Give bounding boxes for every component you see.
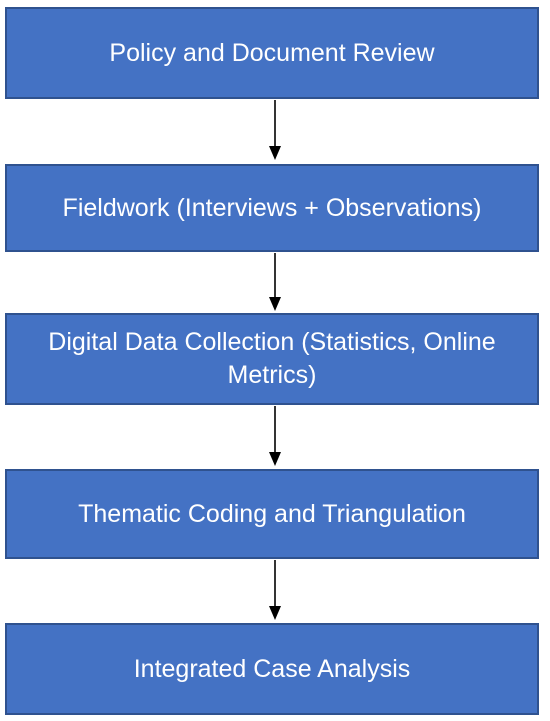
flow-step-label: Thematic Coding and Triangulation bbox=[78, 499, 466, 528]
flow-step-label: Digital Data Collection (Statistics, Onl… bbox=[48, 328, 496, 389]
flow-step-label: Policy and Document Review bbox=[109, 38, 435, 67]
down-arrow-icon bbox=[268, 100, 282, 162]
flow-step-label: Integrated Case Analysis bbox=[133, 654, 411, 683]
flow-step-label: Fieldwork (Interviews + Observations) bbox=[62, 193, 482, 222]
flow-step-policy-review: Policy and Document Review bbox=[5, 7, 539, 99]
flow-step-thematic-coding: Thematic Coding and Triangulation bbox=[5, 469, 539, 559]
flow-step-integrated-case-analysis: Integrated Case Analysis bbox=[5, 623, 539, 715]
flow-step-digital-data-collection: Digital Data Collection (Statistics, Onl… bbox=[5, 313, 539, 405]
down-arrow-icon bbox=[268, 406, 282, 468]
down-arrow-icon bbox=[268, 560, 282, 622]
down-arrow-icon bbox=[268, 253, 282, 313]
flow-step-fieldwork: Fieldwork (Interviews + Observations) bbox=[5, 164, 539, 252]
